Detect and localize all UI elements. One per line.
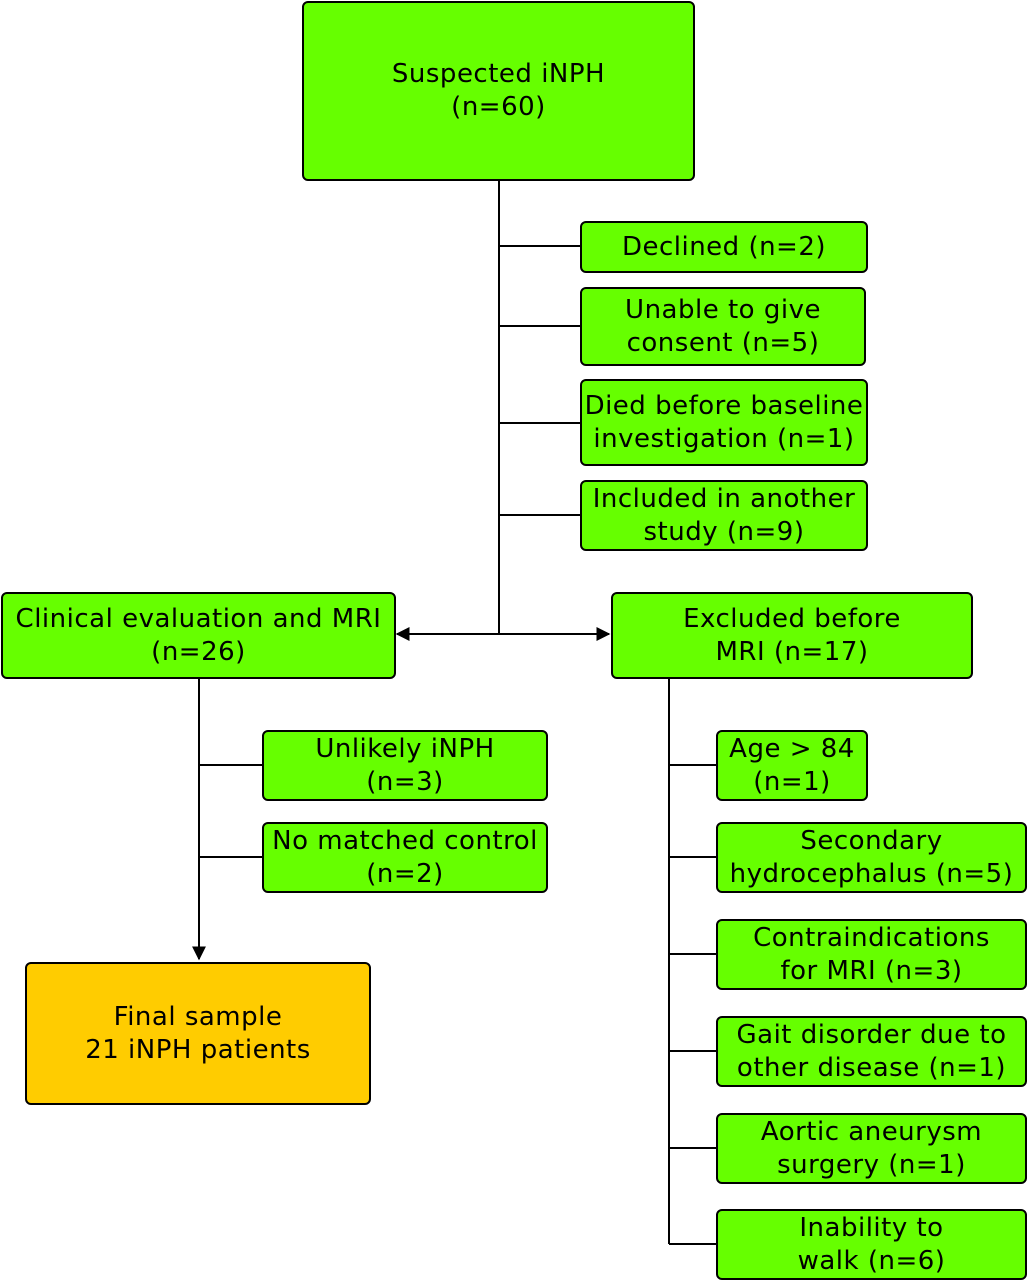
gait-disorder-box: Gait disorder due to other disease (n=1) (716, 1016, 1027, 1087)
declined-label: Declined (n=2) (621, 231, 827, 262)
clinical-evaluation-box: Clinical evaluation and MRI (n=26) (1, 592, 396, 679)
another-study-box: Included in another study (n=9) (580, 480, 868, 551)
suspected-inph-count: (n=60) (451, 92, 546, 122)
unable-consent-line1: Unable to give (625, 294, 821, 325)
no-control-line2: (n=2) (366, 858, 444, 889)
inability-line2: walk (n=6) (797, 1245, 946, 1276)
secondary-line2: hydrocephalus (n=5) (729, 858, 1014, 889)
age-box: Age > 84 (n=1) (716, 730, 868, 801)
another-study-line2: study (n=9) (643, 516, 805, 547)
died-line1: Died before baseline (584, 390, 864, 421)
unable-consent-box: Unable to give consent (n=5) (580, 287, 866, 366)
secondary-hydrocephalus-box: Secondary hydrocephalus (n=5) (716, 822, 1027, 893)
final-line2: 21 iNPH patients (85, 1034, 311, 1065)
final-line1: Final sample (113, 1001, 283, 1032)
declined-box: Declined (n=2) (580, 221, 868, 273)
contraindications-box: Contraindications for MRI (n=3) (716, 919, 1027, 990)
unable-consent-line2: consent (n=5) (626, 327, 820, 358)
age-line1: Age > 84 (729, 733, 855, 764)
aortic-aneurysm-box: Aortic aneurysm surgery (n=1) (716, 1113, 1027, 1184)
died-line2: investigation (n=1) (593, 423, 855, 454)
excluded-line2: MRI (n=17) (715, 636, 869, 667)
unlikely-inph-box: Unlikely iNPH (n=3) (262, 730, 548, 801)
age-line2: (n=1) (753, 766, 831, 797)
unlikely-line2: (n=3) (366, 766, 444, 797)
inability-to-walk-box: Inability to walk (n=6) (716, 1209, 1027, 1280)
excluded-line1: Excluded before (683, 603, 901, 634)
contraindications-line1: Contraindications (753, 922, 990, 953)
unlikely-line1: Unlikely iNPH (315, 733, 495, 764)
contraindications-line2: for MRI (n=3) (780, 955, 963, 986)
clinical-line1: Clinical evaluation and MRI (15, 603, 382, 634)
final-sample-box: Final sample 21 iNPH patients (25, 962, 371, 1105)
excluded-before-mri-box: Excluded before MRI (n=17) (611, 592, 973, 679)
gait-line1: Gait disorder due to (736, 1019, 1007, 1050)
aortic-line2: surgery (n=1) (777, 1149, 966, 1180)
suspected-inph-title: Suspected iNPH (391, 59, 606, 89)
aortic-line1: Aortic aneurysm (760, 1116, 983, 1147)
no-matched-control-box: No matched control (n=2) (262, 822, 548, 893)
another-study-line1: Included in another (592, 483, 856, 514)
no-control-line1: No matched control (272, 825, 538, 856)
clinical-line2: (n=26) (151, 636, 246, 667)
died-before-baseline-box: Died before baseline investigation (n=1) (580, 379, 868, 466)
inability-line1: Inability to (799, 1212, 944, 1243)
secondary-line1: Secondary (800, 825, 943, 856)
suspected-inph-box: Suspected iNPH (n=60) (302, 1, 695, 181)
gait-line2: other disease (n=1) (736, 1052, 1007, 1083)
